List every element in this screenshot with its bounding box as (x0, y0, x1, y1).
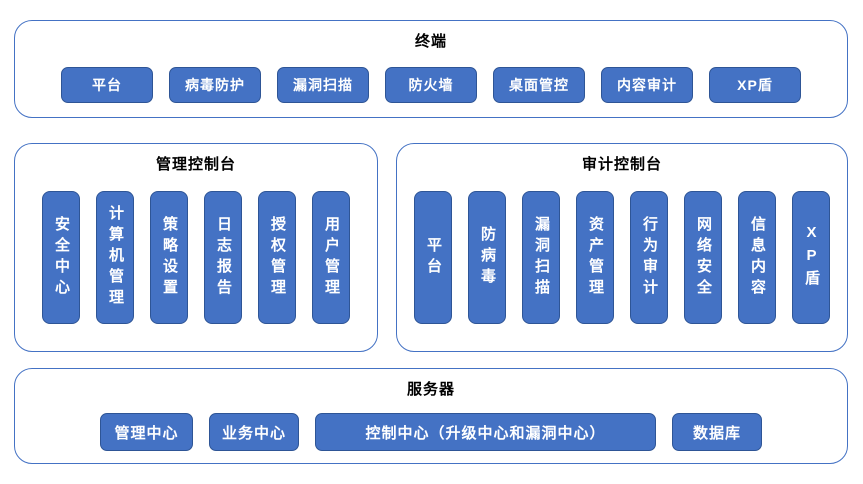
terminal-section-title: 终端 (414, 33, 447, 50)
management-item-computer-management: 计算机管理 (96, 191, 134, 324)
audit-item-xp-shield: XP盾 (792, 191, 830, 324)
audit-console-title: 审计控制台 (581, 156, 662, 173)
terminal-section: 终端 平台 病毒防护 漏洞扫描 防火墙 桌面管控 内容审计 XP盾 (14, 20, 848, 118)
terminal-item-firewall: 防火墙 (385, 67, 477, 103)
terminal-item-vulnerability-scan: 漏洞扫描 (277, 67, 369, 103)
terminal-item-virus-protection: 病毒防护 (169, 67, 261, 103)
management-item-policy-settings: 策略设置 (150, 191, 188, 324)
management-item-security-center: 安全中心 (42, 191, 80, 324)
server-item-business-center: 业务中心 (209, 413, 299, 451)
audit-item-platform: 平台 (414, 191, 452, 324)
audit-console-items-row: 平台 防病毒 漏洞扫描 资产管理 行为审计 网络安全 信息内容 XP盾 (414, 191, 830, 324)
management-item-log-report: 日志报告 (204, 191, 242, 324)
terminal-items-row: 平台 病毒防护 漏洞扫描 防火墙 桌面管控 内容审计 XP盾 (61, 67, 801, 103)
terminal-item-desktop-control: 桌面管控 (493, 67, 585, 103)
management-item-authorization-management: 授权管理 (258, 191, 296, 324)
server-section: 服务器 管理中心 业务中心 控制中心（升级中心和漏洞中心） 数据库 (14, 368, 848, 464)
terminal-item-xp-shield: XP盾 (709, 67, 801, 103)
management-item-user-management: 用户管理 (312, 191, 350, 324)
server-section-title: 服务器 (406, 381, 455, 398)
audit-item-vulnerability-scan: 漏洞扫描 (522, 191, 560, 324)
audit-console-section: 审计控制台 平台 防病毒 漏洞扫描 资产管理 行为审计 网络安全 信息内容 XP… (396, 143, 848, 352)
terminal-item-content-audit: 内容审计 (601, 67, 693, 103)
audit-item-behavior-audit: 行为审计 (630, 191, 668, 324)
server-item-database: 数据库 (672, 413, 762, 451)
audit-item-antivirus: 防病毒 (468, 191, 506, 324)
terminal-item-platform: 平台 (61, 67, 153, 103)
management-console-title: 管理控制台 (155, 156, 236, 173)
management-console-items-row: 安全中心 计算机管理 策略设置 日志报告 授权管理 用户管理 (42, 191, 350, 324)
management-console-section: 管理控制台 安全中心 计算机管理 策略设置 日志报告 授权管理 用户管理 (14, 143, 378, 352)
audit-item-network-security: 网络安全 (684, 191, 722, 324)
server-item-management-center: 管理中心 (100, 413, 193, 451)
server-item-control-center: 控制中心（升级中心和漏洞中心） (315, 413, 656, 451)
audit-item-information-content: 信息内容 (738, 191, 776, 324)
server-items-row: 管理中心 业务中心 控制中心（升级中心和漏洞中心） 数据库 (100, 413, 762, 451)
audit-item-asset-management: 资产管理 (576, 191, 614, 324)
